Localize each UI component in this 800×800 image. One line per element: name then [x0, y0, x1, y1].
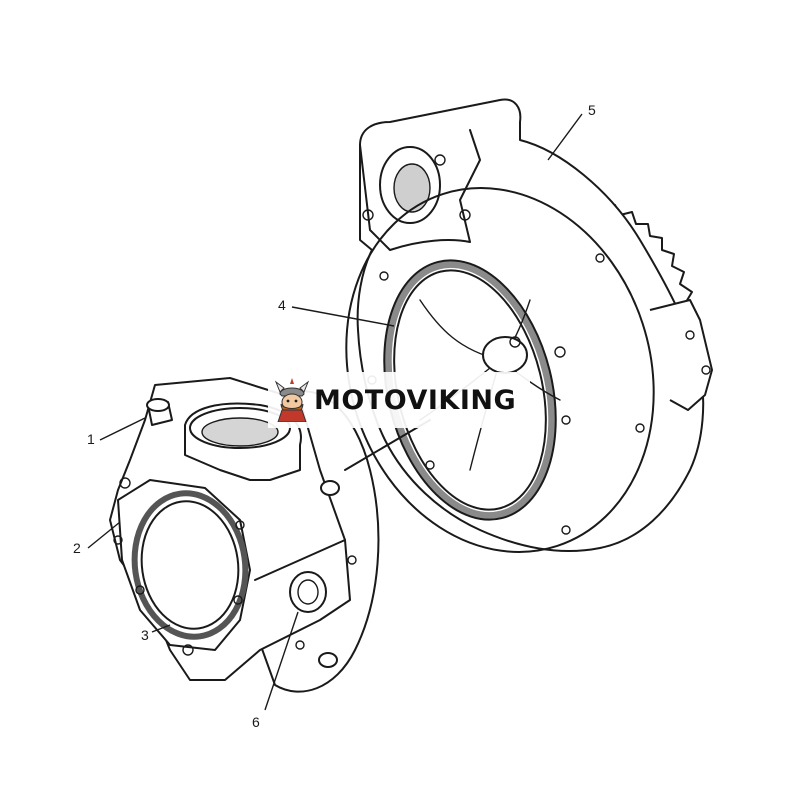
watermark: MOTOVIKING: [268, 372, 530, 428]
callout-2: 2: [73, 540, 81, 556]
front-cover-assembly: [109, 377, 380, 693]
leader-6: [264, 611, 299, 711]
leader-2: [87, 521, 121, 549]
callout-1: 1: [87, 431, 95, 447]
leader-5: [547, 113, 583, 161]
leader-lines: [87, 113, 583, 711]
leader-3: [151, 624, 171, 633]
watermark-text: MOTOVIKING: [314, 384, 517, 416]
callout-6: 6: [252, 714, 260, 730]
viking-mascot-icon: [274, 378, 310, 422]
callout-4: 4: [278, 297, 286, 313]
leader-1: [99, 417, 146, 441]
callout-5: 5: [588, 102, 596, 118]
leader-4: [291, 306, 395, 327]
callout-3: 3: [141, 627, 149, 643]
shaft-axis: [344, 419, 431, 471]
